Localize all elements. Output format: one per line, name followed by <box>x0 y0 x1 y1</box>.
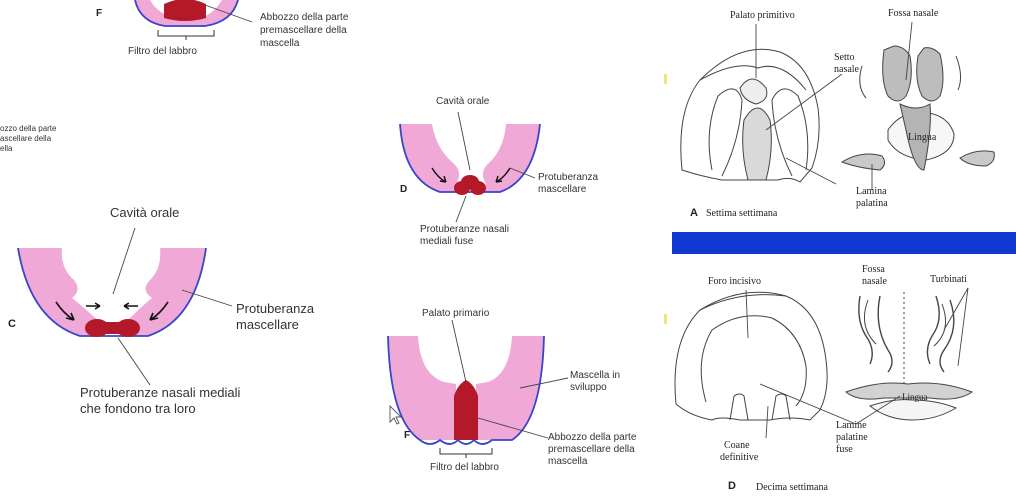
panel-c-maxillary-line1: Protuberanza <box>236 301 315 316</box>
panel-d-right-pointers <box>745 287 969 439</box>
panel-d-right-incisive-label: Foro incisivo <box>708 276 762 287</box>
yellow-mark-1 <box>664 74 667 84</box>
panel-f-edge <box>387 335 545 445</box>
panel-a-septum <box>742 107 772 181</box>
panel-d-edge <box>399 123 541 193</box>
panel-d-oral-label: Cavità orale <box>436 96 490 107</box>
top-f-drawing <box>134 0 253 40</box>
panel-f-maxilla-line2: sviluppo <box>570 382 607 393</box>
yellow-mark-2 <box>664 314 667 324</box>
top-f-premax-line2: premascellare della <box>260 25 347 36</box>
panel-f-pointers <box>451 319 569 439</box>
panel-d-right-fossa-line1: Fossa <box>862 264 885 275</box>
panel-f-core <box>454 380 478 440</box>
panel-c-pointers <box>112 227 233 386</box>
panel-a-lamina-line2: palatina <box>856 198 888 209</box>
panel-d-right-laminae-line1: Lamine <box>836 420 867 431</box>
panel-d-right-turbinates <box>858 295 893 373</box>
panel-a-palate-outline <box>680 48 820 183</box>
panel-f-primary-label: Palato primario <box>422 308 490 319</box>
panel-d-right-tongue-label: Lingua <box>902 392 928 402</box>
panel-d-right-choanae-line2: definitive <box>720 452 759 463</box>
panel-d-left-process <box>400 124 460 192</box>
panel-d-right-drawing <box>674 291 974 421</box>
panel-d-right-fossa-line2: nasale <box>862 276 887 287</box>
panel-c-arrows <box>55 301 169 321</box>
panel-d-nasal-line1: Protuberanze nasali <box>420 224 509 235</box>
panel-d-right-tongue <box>868 399 958 421</box>
panel-f-premax-line3: mascella <box>548 456 588 467</box>
panel-f-bracket <box>439 448 493 458</box>
panel-f-letter: F <box>404 430 411 441</box>
panel-d-maxillary-line1: Protuberanza <box>538 172 599 183</box>
panel-a-drawing <box>680 45 995 183</box>
panel-d-right-laminae-line2: palatine <box>836 432 868 443</box>
panel-a-letter: A <box>690 207 698 219</box>
top-f-tissue <box>135 0 238 26</box>
panel-c-nasal-bulges <box>85 319 140 337</box>
panel-d-drawing <box>399 111 541 223</box>
panel-f-maxilla-line1: Mascella in <box>570 370 621 381</box>
top-f-pointer <box>204 4 253 23</box>
panel-d-right-caption: Decima settimana <box>756 482 828 493</box>
panel-a-primitive-label: Palato primitivo <box>730 10 795 21</box>
panel-d-maxillary-line2: mascellare <box>538 184 587 195</box>
left-fragment-line1: ozzo della parte <box>0 124 57 133</box>
panel-d-nasal-line2: mediali fuse <box>420 236 474 247</box>
panel-c-letter: C <box>8 318 16 330</box>
panel-a-caption: Settima settimana <box>706 208 778 219</box>
panel-a-fossa-label: Fossa nasale <box>888 8 939 19</box>
panel-d-nasal-bulges <box>454 175 486 195</box>
panel-c-edge <box>17 247 207 337</box>
panel-a-septum-line1: Setto <box>834 52 855 63</box>
panel-d-right-turbinates-label: Turbinati <box>930 274 967 285</box>
top-f-premax-line3: mascella <box>260 38 300 49</box>
panel-a-pointers <box>755 21 913 190</box>
top-f-edge <box>134 0 239 27</box>
panel-c-nasal-line2: che fondono tra loro <box>80 401 196 416</box>
cursor-icon <box>389 404 403 425</box>
left-fragment-line2: ascellare della <box>0 134 52 143</box>
panel-c-oral-label: Cavità orale <box>110 205 180 220</box>
panel-a-nasal-section <box>882 45 944 102</box>
panel-a-septum-line2: nasale <box>834 64 859 75</box>
panel-d-right-process <box>482 124 540 192</box>
panel-d-pointers <box>455 111 536 223</box>
panel-c-right-process <box>126 248 206 336</box>
panel-c-nasal-line1: Protuberanze nasali mediali <box>80 385 241 400</box>
panel-d-arrows <box>431 167 511 183</box>
panel-c-drawing <box>17 227 233 386</box>
panel-f-drawing <box>387 319 569 458</box>
panel-f-premax-line2: premascellare della <box>548 444 635 455</box>
panel-d-right-laminae-line3: fuse <box>836 444 853 455</box>
top-f-core <box>164 0 206 21</box>
panel-f-right-process <box>476 336 544 440</box>
panel-d-right-palate <box>674 291 828 421</box>
panel-d-right-letter: D <box>728 480 736 492</box>
top-f-premax-line1: Abbozzo della parte <box>260 12 349 23</box>
blue-separator-band <box>672 232 1016 254</box>
panel-d-right-palatine-shelf <box>845 382 974 400</box>
top-f-philtrum-label: Filtro del labbro <box>128 46 197 57</box>
panel-a-lamina-line1: Lamina <box>856 186 887 197</box>
panel-f-premax-line1: Abbozzo della parte <box>548 432 637 443</box>
top-f-bracket <box>157 30 215 40</box>
panel-f-philtrum-label: Filtro del labbro <box>430 462 499 473</box>
panel-d-right-choanae-line1: Coane <box>724 440 750 451</box>
panel-c-maxillary-line2: mascellare <box>236 317 299 332</box>
panel-a-tongue-label: Lingua <box>908 132 937 143</box>
left-fragment-line3: ella <box>0 144 13 153</box>
panel-f-left-process <box>388 336 456 440</box>
panel-d-letter: D <box>400 184 408 195</box>
panel-c-left-process <box>18 248 100 336</box>
top-f-letter: F <box>96 8 103 19</box>
